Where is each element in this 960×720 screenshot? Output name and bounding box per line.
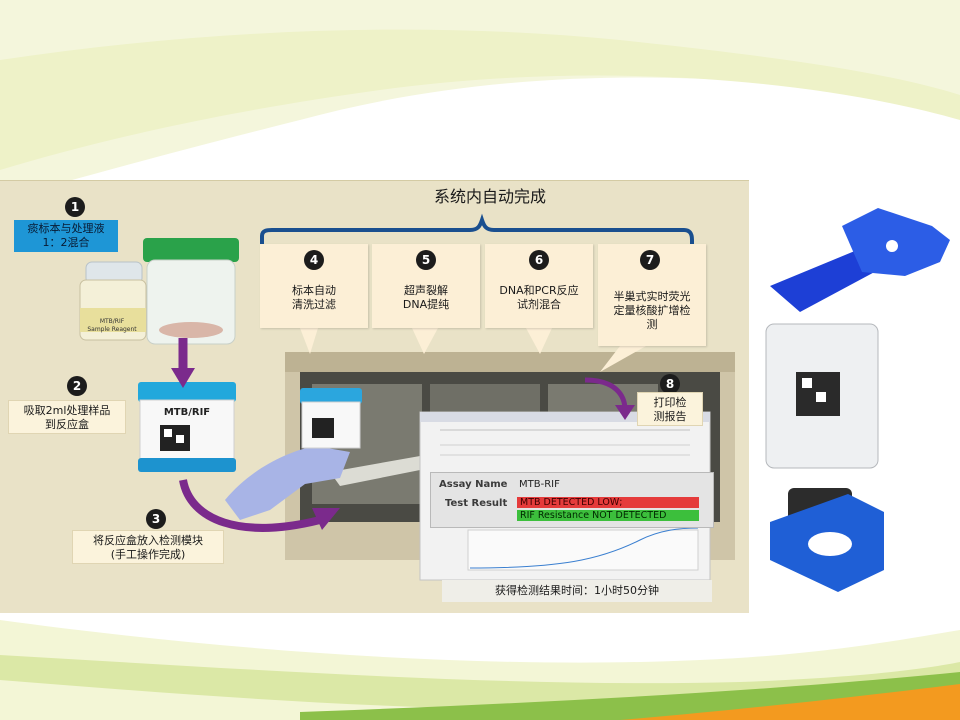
step-5-number-text: 5 [421, 253, 431, 267]
step-8-line-2: 测报告 [653, 410, 687, 423]
vial-text: MTB/RIF Sample Reagent [82, 318, 142, 334]
step-7-line-3: 测 [646, 318, 658, 331]
cartridge-label: MTB/RIF [163, 407, 211, 418]
step-2-label: 吸取2ml处理样品 到反应盒 [8, 400, 126, 434]
step-5-label: 超声裂解 DNA提纯 [372, 284, 480, 312]
result-line-mtb: MTB DETECTED LOW; [517, 497, 699, 508]
step-7-label: 半巢式实时荧光 定量核酸扩增检 测 [598, 290, 706, 332]
step-8-number: 8 [660, 374, 680, 394]
step-5-number: 5 [416, 250, 436, 270]
step-4-number-text: 4 [309, 253, 319, 267]
step-3-line-1: 将反应盒放入检测模块 [93, 534, 203, 547]
step-4-line-1: 标本自动 [292, 284, 336, 297]
step-5-line-1: 超声裂解 [404, 284, 448, 297]
step-6-label: DNA和PCR反应 试剂混合 [485, 284, 593, 312]
step-1-line-1: 痰标本与处理液 [27, 222, 105, 235]
vial-label: MTB/RIF [99, 318, 125, 325]
step-6-number-text: 6 [534, 253, 544, 267]
cartridge-lid [138, 382, 236, 402]
step-3-number: 3 [146, 509, 166, 529]
system-bracket [260, 213, 694, 246]
test-result-panel: Assay Name MTB-RIF Test Result MTB DETEC… [430, 472, 714, 528]
step-3-line-2: (手工操作完成) [110, 548, 186, 561]
step-4-label: 标本自动 清洗过滤 [260, 284, 368, 312]
assay-name-label: Assay Name [439, 479, 508, 490]
step-6-card: 6 DNA和PCR反应 试剂混合 [485, 244, 593, 328]
step-3-label: 将反应盒放入检测模块 (手工操作完成) [72, 530, 224, 564]
instrument-tray [330, 456, 420, 486]
step-8-number-text: 8 [665, 377, 675, 391]
diagram-title: 系统内自动完成 [433, 187, 546, 206]
step-8-line-1: 打印检 [653, 396, 687, 409]
step-7-card: 7 半巢式实时荧光 定量核酸扩增检 测 [598, 244, 706, 346]
sample-jar [146, 259, 236, 345]
arrow-2-to-3 [179, 479, 321, 532]
gloved-hand [225, 446, 350, 520]
step-7-number: 7 [640, 250, 660, 270]
test-result-label: Test Result [445, 498, 508, 509]
background-swoosh-top [0, 0, 960, 200]
step-7-number-text: 7 [645, 253, 655, 267]
background-swoosh-bottom [0, 620, 960, 720]
assay-name-value: MTB-RIF [519, 479, 560, 490]
step-1-number: 1 [65, 197, 85, 217]
sample-jar-lid [143, 238, 239, 262]
step-5-card: 5 超声裂解 DNA提纯 [372, 244, 480, 328]
step-6-line-1: DNA和PCR反应 [499, 284, 579, 297]
step-1-label: 痰标本与处理液 1：2混合 [14, 220, 118, 252]
step-7-line-2: 定量核酸扩增检 [613, 304, 691, 317]
step-1-line-2: 1：2混合 [42, 236, 90, 249]
time-caption: 获得检测结果时间：1小时50分钟 [442, 580, 712, 602]
step-4-number: 4 [304, 250, 324, 270]
step-2-line-1: 吸取2ml处理样品 [23, 404, 111, 417]
step-4-line-2: 清洗过滤 [292, 298, 336, 311]
step-1-number-text: 1 [70, 200, 80, 214]
step-7-line-1: 半巢式实时荧光 [613, 290, 691, 303]
right-cartridge-lid-base [770, 248, 882, 312]
step-8-label: 打印检 测报告 [637, 392, 703, 426]
vial-sublabel: Sample Reagent [87, 326, 137, 333]
step-5-line-2: DNA提纯 [402, 298, 450, 311]
step-6-line-2: 试剂混合 [517, 298, 561, 311]
step-2-number: 2 [67, 376, 87, 396]
result-line-rif: RIF Resistance NOT DETECTED [517, 510, 699, 521]
step-2-line-2: 到反应盒 [45, 418, 89, 431]
step-4-card: 4 标本自动 清洗过滤 [260, 244, 368, 328]
step-6-number: 6 [529, 250, 549, 270]
step-2-number-text: 2 [72, 379, 82, 393]
step-3-number-text: 3 [151, 512, 161, 526]
